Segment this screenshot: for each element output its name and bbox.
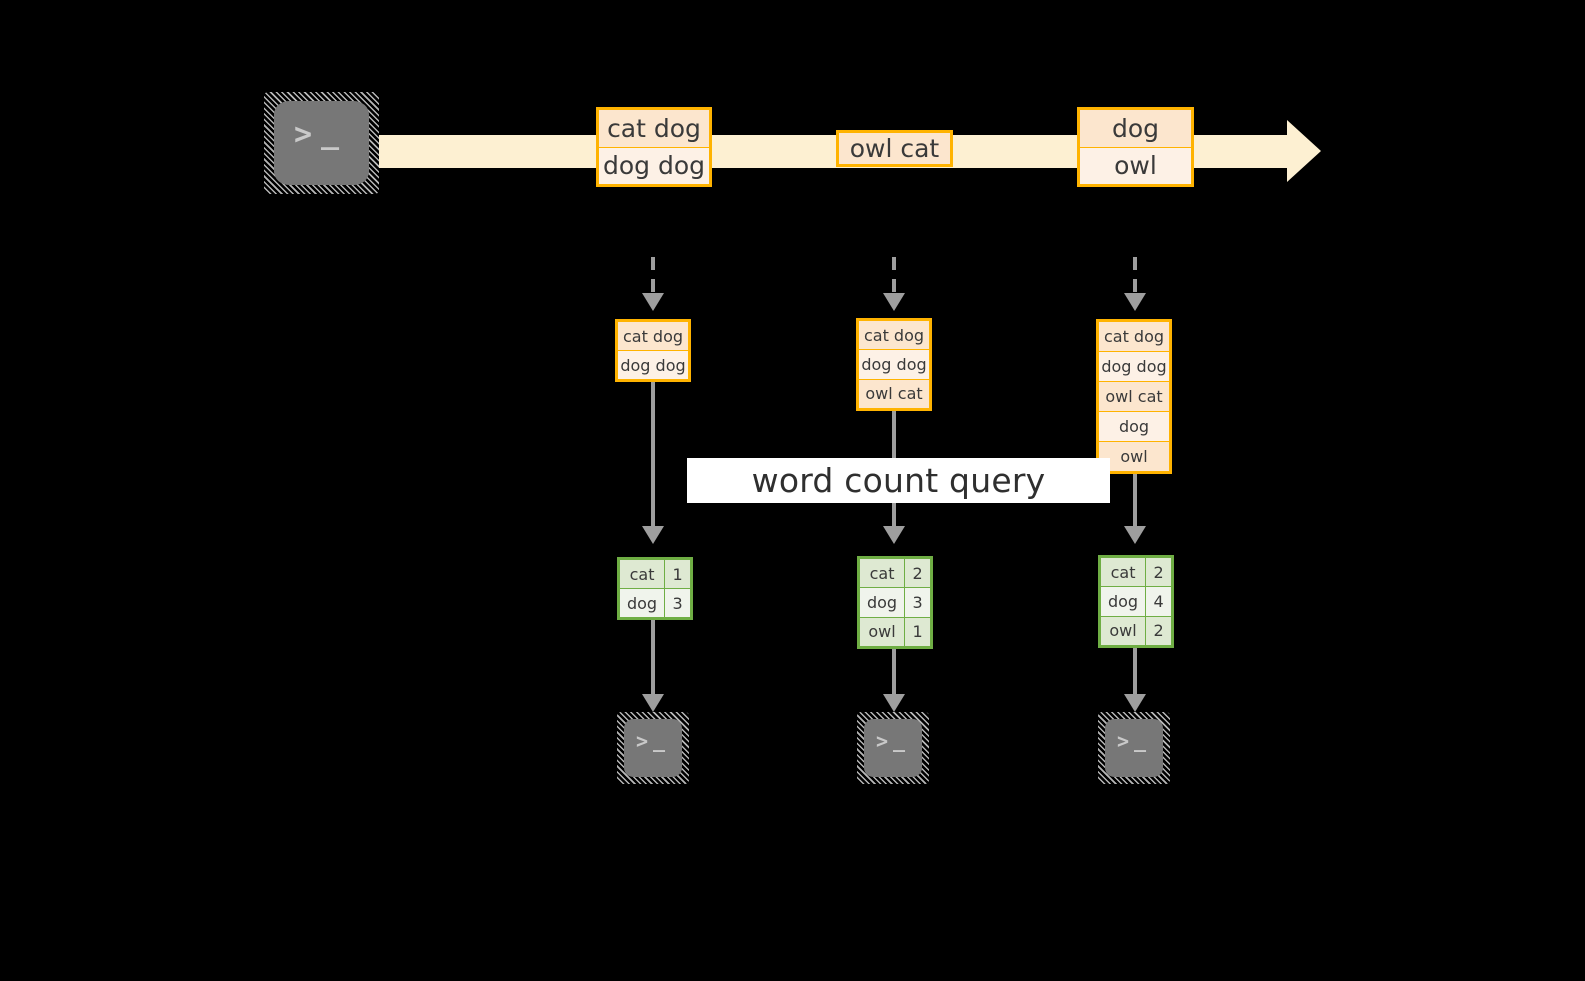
accumulated-line: cat dog [859, 321, 929, 351]
table-cell-word: cat [860, 559, 906, 588]
accumulated-line: owl cat [859, 379, 929, 408]
stream-event-line: owl cat [839, 133, 950, 164]
accumulated-box-1[interactable]: cat dog dog dog [615, 319, 691, 382]
terminal-body [1105, 719, 1163, 777]
table-cell-count: 3 [905, 588, 930, 617]
terminal-cursor-glyph: _ [321, 116, 340, 151]
terminal-prompt-glyph: > [294, 117, 313, 152]
accumulated-line: dog dog [859, 350, 929, 380]
sink-connector-2 [892, 649, 896, 698]
query-connector-2-arrowhead [883, 526, 905, 544]
table-cell-count: 3 [665, 589, 690, 617]
sink-terminal-icon-3: > _ [1098, 712, 1170, 784]
table-row: dog 4 [1101, 587, 1171, 617]
sink-terminal-icon-1: > _ [617, 712, 689, 784]
sink-connector-3-arrowhead [1124, 694, 1146, 712]
table-cell-count: 1 [905, 617, 930, 646]
sink-connector-1 [651, 620, 655, 698]
accumulated-line: dog dog [1099, 352, 1169, 382]
table-cell-word: owl [1101, 616, 1147, 645]
accumulated-box-2[interactable]: cat dog dog dog owl cat [856, 318, 932, 411]
table-cell-word: cat [1101, 558, 1147, 587]
sink-terminal-icon-2: > _ [857, 712, 929, 784]
table-cell-count: 2 [1146, 616, 1171, 645]
query-connector-3 [1133, 474, 1137, 530]
table-row: cat 2 [1101, 558, 1171, 588]
stream-event-line: owl [1080, 147, 1191, 184]
accumulated-line: cat dog [618, 322, 688, 351]
query-connector-1-arrowhead [642, 526, 664, 544]
table-row: cat 2 [860, 559, 930, 589]
accumulated-line: dog [1099, 412, 1169, 442]
source-terminal-icon: > _ [264, 92, 379, 194]
dashed-connector-3-arrowhead [1124, 293, 1146, 311]
stream-event-box-2[interactable]: owl cat [836, 130, 953, 167]
terminal-cursor-glyph: _ [1134, 728, 1147, 752]
table-cell-word: owl [860, 617, 906, 646]
stream-event-line: dog dog [599, 147, 709, 184]
stream-arrowhead [1287, 120, 1321, 182]
terminal-prompt-glyph: > [636, 729, 649, 753]
dashed-connector-2-arrowhead [883, 293, 905, 311]
stream-event-line: dog [1080, 110, 1191, 148]
dashed-connector-3 [1133, 257, 1137, 296]
query-label-band: word count query [687, 458, 1110, 503]
dashed-connector-2 [892, 257, 896, 296]
stream-event-box-1[interactable]: cat dog dog dog [596, 107, 712, 187]
table-cell-count: 1 [665, 560, 690, 588]
table-cell-word: dog [860, 588, 906, 617]
table-cell-count: 2 [905, 559, 930, 588]
terminal-prompt-glyph: > [1117, 729, 1130, 753]
sink-connector-3 [1133, 648, 1137, 698]
accumulated-line: dog dog [618, 351, 688, 379]
terminal-body [864, 719, 922, 777]
table-row: dog 3 [860, 588, 930, 618]
result-table-1[interactable]: cat 1 dog 3 [617, 557, 693, 620]
terminal-body [624, 719, 682, 777]
query-connector-1 [651, 382, 655, 530]
terminal-body [274, 101, 369, 185]
result-table-2[interactable]: cat 2 dog 3 owl 1 [857, 556, 933, 649]
table-cell-count: 2 [1146, 558, 1171, 587]
query-connector-3-arrowhead [1124, 526, 1146, 544]
terminal-prompt-glyph: > [876, 729, 889, 753]
result-table-3[interactable]: cat 2 dog 4 owl 2 [1098, 555, 1174, 648]
table-row: owl 1 [860, 617, 930, 646]
sink-connector-1-arrowhead [642, 694, 664, 712]
table-row: cat 1 [620, 560, 690, 589]
accumulated-line: owl cat [1099, 382, 1169, 412]
table-row: dog 3 [620, 589, 690, 617]
dashed-connector-1 [651, 257, 655, 296]
accumulated-line: cat dog [1099, 322, 1169, 352]
query-label-text: word count query [751, 461, 1046, 500]
table-cell-count: 4 [1146, 587, 1171, 616]
sink-connector-2-arrowhead [883, 694, 905, 712]
terminal-cursor-glyph: _ [893, 728, 906, 752]
table-row: owl 2 [1101, 616, 1171, 645]
terminal-cursor-glyph: _ [653, 728, 666, 752]
dashed-connector-1-arrowhead [642, 293, 664, 311]
stream-event-box-3[interactable]: dog owl [1077, 107, 1194, 187]
stream-event-line: cat dog [599, 110, 709, 148]
table-cell-word: dog [620, 589, 666, 617]
table-cell-word: dog [1101, 587, 1147, 616]
accumulated-line: owl [1099, 442, 1169, 471]
table-cell-word: cat [620, 560, 666, 588]
accumulated-box-3[interactable]: cat dog dog dog owl cat dog owl [1096, 319, 1172, 474]
